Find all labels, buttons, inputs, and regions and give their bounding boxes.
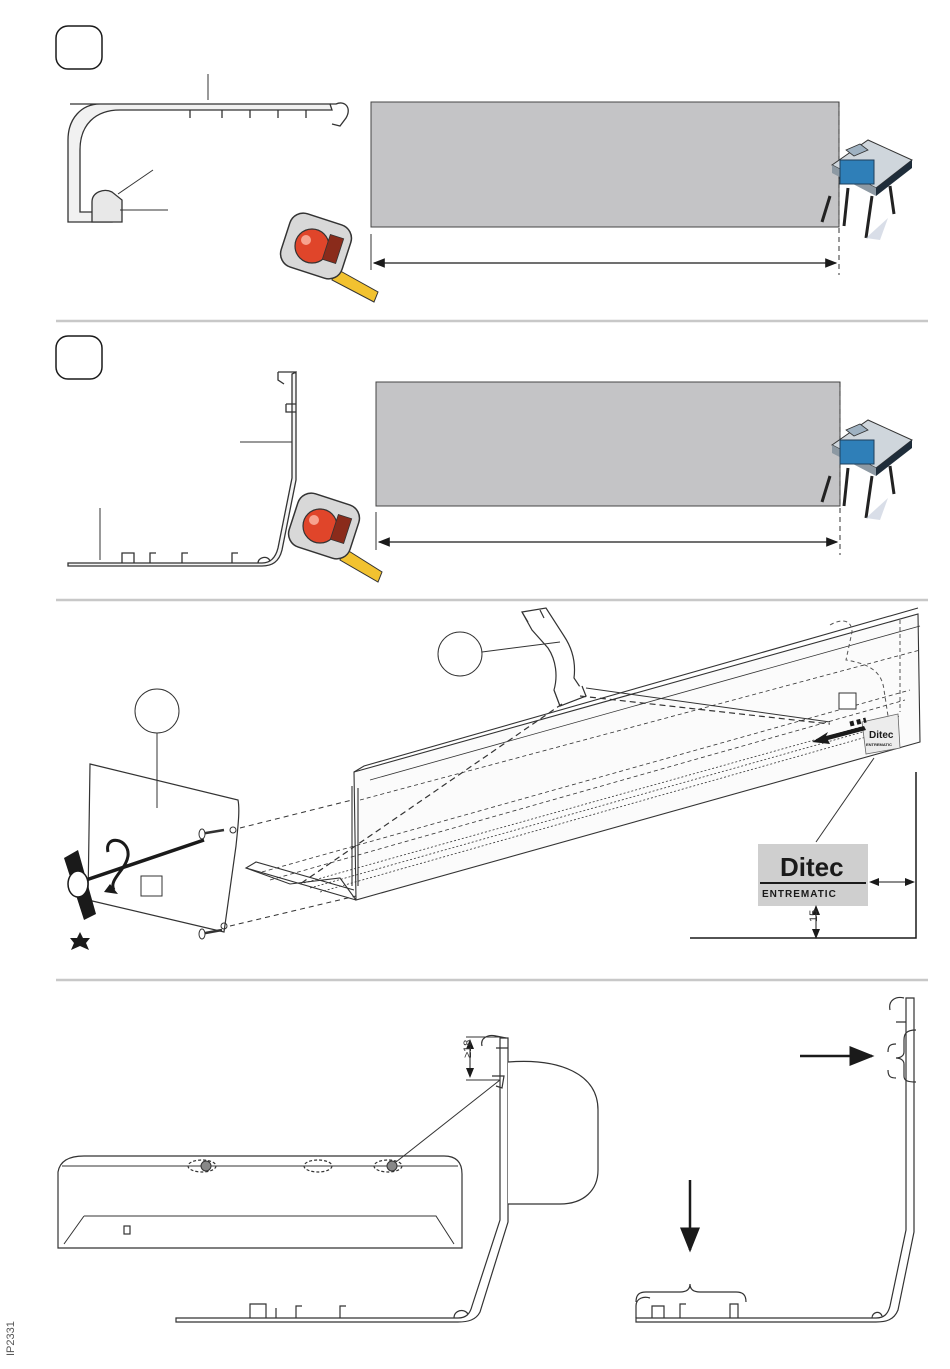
panel-4: ≥18: [58, 998, 916, 1323]
panel-3: Ditec ENTREMATIC: [64, 608, 920, 950]
panel-2: [56, 336, 912, 582]
torx-star-icon: [70, 932, 90, 950]
callout-circle: [438, 632, 482, 676]
guide-line: [240, 800, 352, 828]
dimension-15-label: 15: [808, 910, 820, 922]
cover-plate-2: [376, 382, 840, 506]
step-badge-1: [56, 26, 102, 69]
tape-measure-icon: [277, 209, 378, 302]
bracket-brace-horizontal: [636, 1284, 746, 1302]
dimension-min-label: ≥18: [462, 1040, 474, 1058]
small-logo-sub: ENTREMATIC: [866, 742, 892, 747]
small-logo-brand: Ditec: [869, 730, 894, 741]
ref-square: [839, 693, 856, 709]
leader-line: [816, 758, 874, 842]
profile-right-view: [636, 998, 914, 1323]
screw-icon: [199, 929, 222, 939]
cover-plate-1: [371, 102, 839, 227]
profile-section-1: [68, 103, 348, 222]
ref-square: [141, 876, 162, 896]
screw-head: [387, 1161, 397, 1171]
leader-line: [118, 170, 153, 194]
brand-logo-sub: ENTREMATIC: [762, 889, 837, 900]
end-cap: [88, 764, 239, 932]
document-code: IP2331: [5, 1321, 17, 1356]
profile-section-2: [68, 372, 296, 566]
mounting-bracket: [522, 608, 586, 706]
leader-line: [396, 1080, 500, 1162]
cover-front-view: [58, 1156, 462, 1248]
guide-line: [230, 896, 356, 926]
panel-1: [56, 26, 912, 302]
callout-circle: [135, 689, 179, 733]
tape-measure-icon: [285, 489, 382, 582]
screw-head: [201, 1161, 211, 1171]
brand-logo-name: Ditec: [780, 852, 844, 882]
step-badge-2: [56, 336, 102, 379]
brand-logo: Ditec ENTREMATIC: [758, 844, 868, 906]
